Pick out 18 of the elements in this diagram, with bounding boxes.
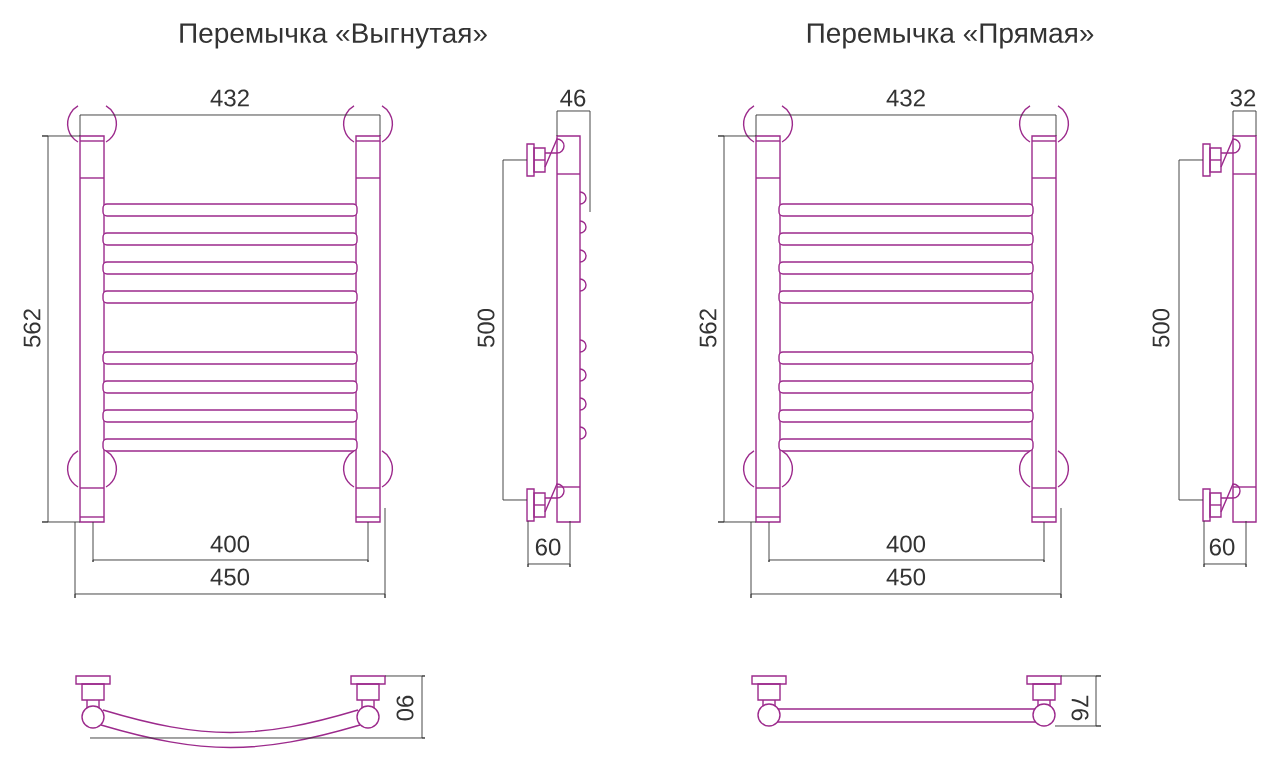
heading: Перемычка «Прямая» — [807, 23, 1094, 49]
dimension-label: 60 — [1209, 538, 1235, 556]
dimension-label: 400 — [210, 535, 250, 553]
dimension-label: 450 — [210, 568, 250, 586]
dimension-label: 60 — [535, 538, 561, 556]
dimension-label: 562 — [23, 309, 41, 348]
dimension-label: 432 — [886, 89, 925, 107]
dimension-label: 76 — [1071, 695, 1089, 721]
dimension-label: 500 — [1152, 308, 1170, 348]
heading: Перемычка «Выгнутая» — [180, 23, 487, 49]
dimension-label: 432 — [210, 89, 249, 107]
dimension-label: 450 — [886, 568, 926, 586]
dimension-label: 46 — [560, 89, 586, 107]
dimension-label: 90 — [396, 695, 414, 721]
dimension-label: 400 — [886, 535, 926, 553]
dimension-label: 32 — [1230, 89, 1256, 107]
dimension-label: 562 — [699, 309, 717, 348]
dimension-label: 500 — [477, 308, 495, 348]
